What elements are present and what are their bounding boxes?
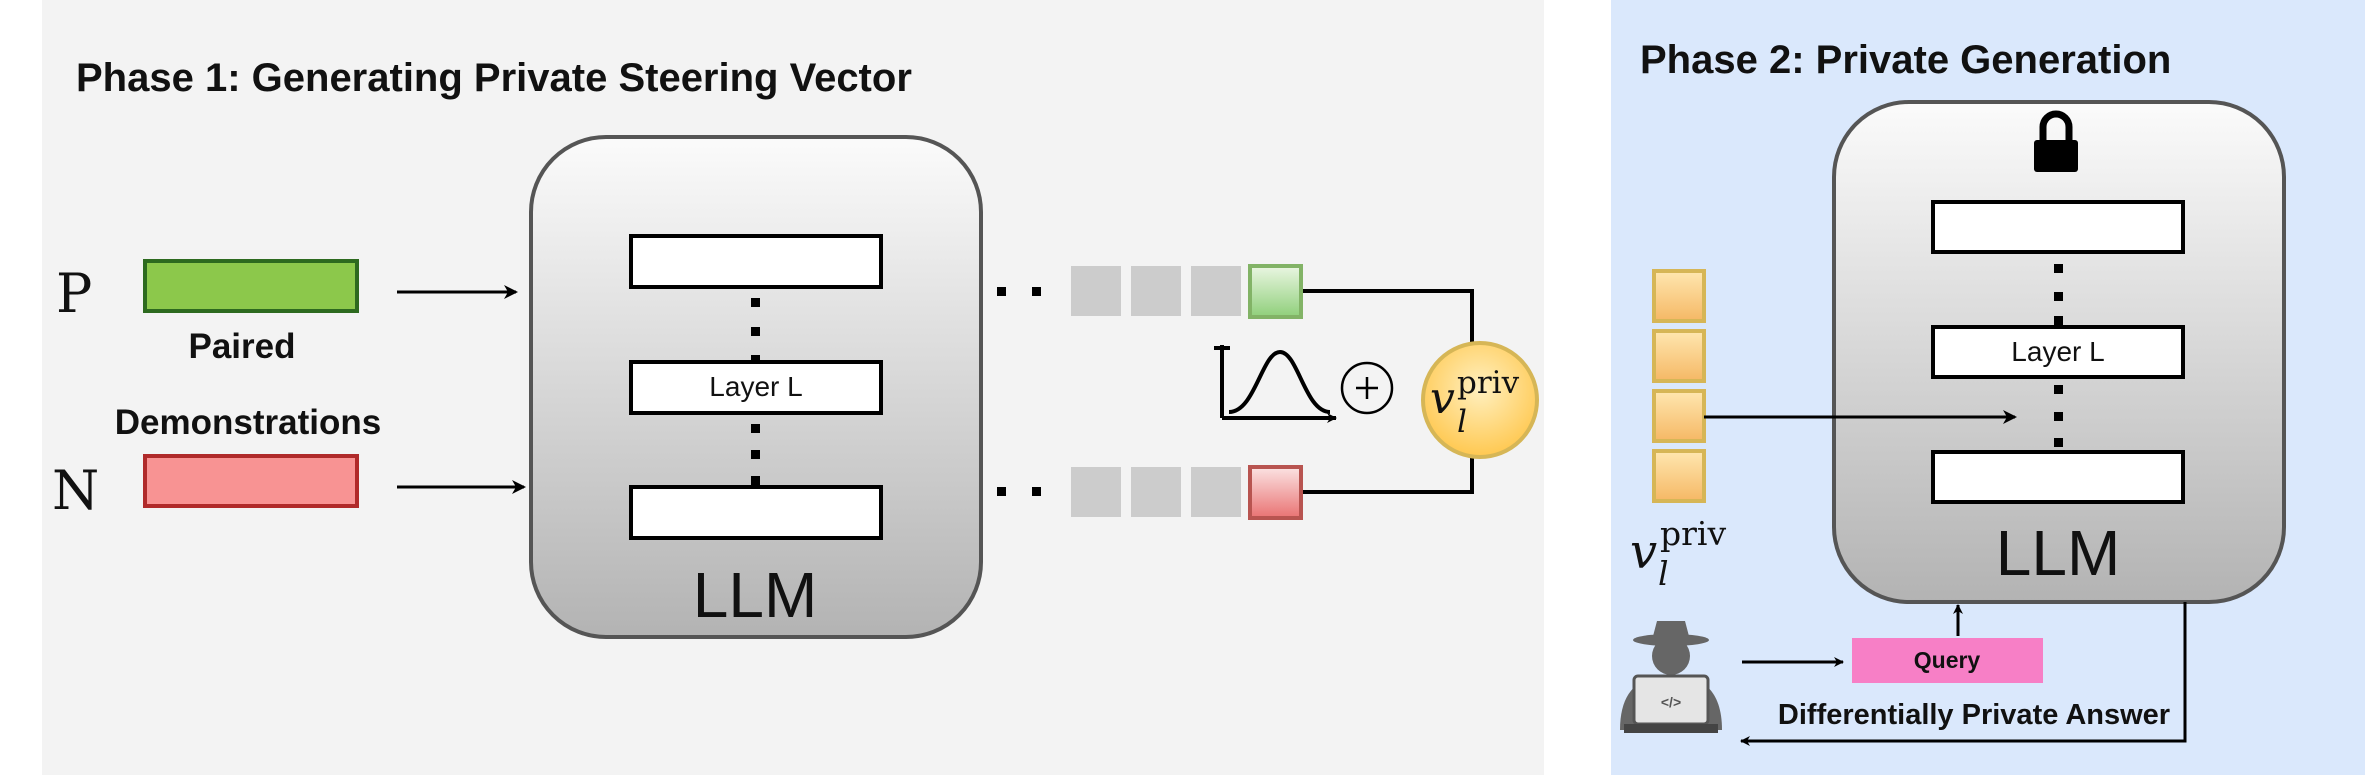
vector-symbol-phase1: v: [1430, 373, 1455, 424]
layer-l-phase2: [1931, 325, 2185, 379]
steering-vector-stack: [1652, 269, 1706, 503]
query-label: Query: [1914, 647, 1981, 673]
positive-activation-cell: [1248, 264, 1303, 319]
vector-subscript-phase1: l: [1457, 404, 1467, 440]
llm-label-phase1: LLM: [693, 559, 818, 631]
private-steering-vector-symbol-phase2: v priv l: [1630, 514, 1726, 593]
vector-superscript-phase1: priv: [1457, 365, 1520, 401]
vector-symbol-phase2: v: [1630, 524, 1657, 580]
private-steering-vector-node: [1421, 341, 1539, 459]
positive-activation-sequence: [997, 264, 1303, 319]
negative-activation-cell: [1248, 465, 1303, 520]
demonstrations-label: Demonstrations: [115, 403, 381, 442]
lock-icon: [2034, 110, 2078, 172]
positive-connector-line: [1303, 289, 1474, 343]
hacker-laptop-icon: </>: [1620, 621, 1722, 733]
negative-symbol: N: [52, 459, 99, 522]
private-steering-vector-symbol-phase1: v priv l: [1430, 365, 1520, 440]
svg-text:</>: </>: [1661, 694, 1681, 710]
vector-subscript-phase2: l: [1658, 554, 1669, 593]
plus-circle-icon: [1340, 361, 1394, 415]
layer-bottom-phase1: [629, 485, 883, 540]
layer-top-phase2: [1931, 200, 2185, 254]
paired-label: Paired: [189, 327, 296, 366]
phase2-title: Phase 2: Private Generation: [1640, 38, 2171, 82]
layer-l-phase1: [629, 360, 883, 415]
negative-demonstration-bar: [143, 454, 359, 508]
layer-top-phase1: [629, 234, 883, 289]
query-box: [1852, 638, 2043, 683]
llm-label-phase2: LLM: [1996, 517, 2121, 589]
private-answer-label: Differentially Private Answer: [1778, 699, 2170, 731]
layer-ellipsis-phase2: [2054, 264, 2063, 447]
negative-connector-line: [1303, 457, 1474, 494]
layer-l-label-phase1: Layer L: [709, 371, 802, 402]
layer-ellipsis-phase1: [751, 298, 760, 485]
layer-l-label-phase2: Layer L: [2011, 336, 2104, 367]
positive-symbol: P: [56, 262, 92, 325]
positive-demonstration-bar: [143, 259, 359, 313]
gaussian-noise-icon: [1214, 345, 1337, 423]
phase1-title: Phase 1: Generating Private Steering Vec…: [76, 56, 912, 100]
layer-bottom-phase2: [1931, 450, 2185, 504]
negative-activation-sequence: [997, 465, 1303, 520]
vector-superscript-phase2: priv: [1660, 514, 1726, 553]
private-answer-return-arrow: [1740, 602, 2187, 746]
